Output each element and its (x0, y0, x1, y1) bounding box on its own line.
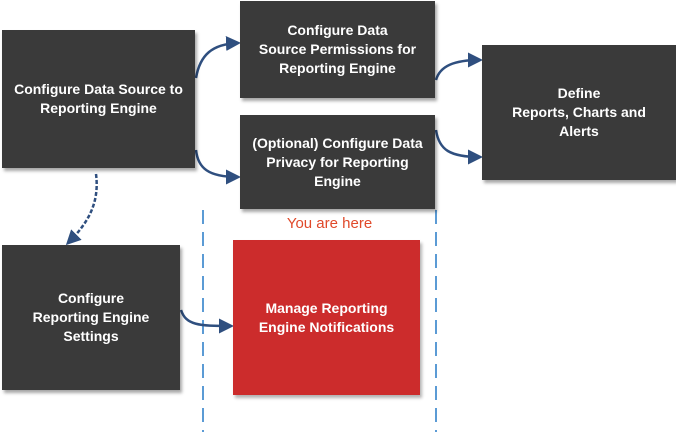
step-configure-permissions: Configure Data Source Permissions for Re… (240, 1, 435, 98)
step-configure-settings: Configure Reporting Engine Settings (2, 245, 180, 390)
arrow-settings-to-notifications (179, 309, 234, 334)
you-are-here-label: You are here (286, 215, 373, 232)
step-manage-notifications: Manage Reporting Engine Notifications (233, 240, 420, 395)
step-configure-privacy: (Optional) Configure Data Privacy for Re… (240, 115, 435, 209)
arrow-privacy-to-define (434, 129, 483, 165)
arrow-datasource-to-privacy (194, 149, 241, 185)
step-define-reports: Define Reports, Charts and Alerts (482, 45, 676, 180)
arrow-datasource-to-settings (65, 173, 98, 246)
step-configure-data-source: Configure Data Source to Reporting Engin… (2, 30, 195, 168)
arrow-datasource-to-permissions (194, 35, 241, 79)
arrow-permissions-to-define (434, 52, 483, 81)
